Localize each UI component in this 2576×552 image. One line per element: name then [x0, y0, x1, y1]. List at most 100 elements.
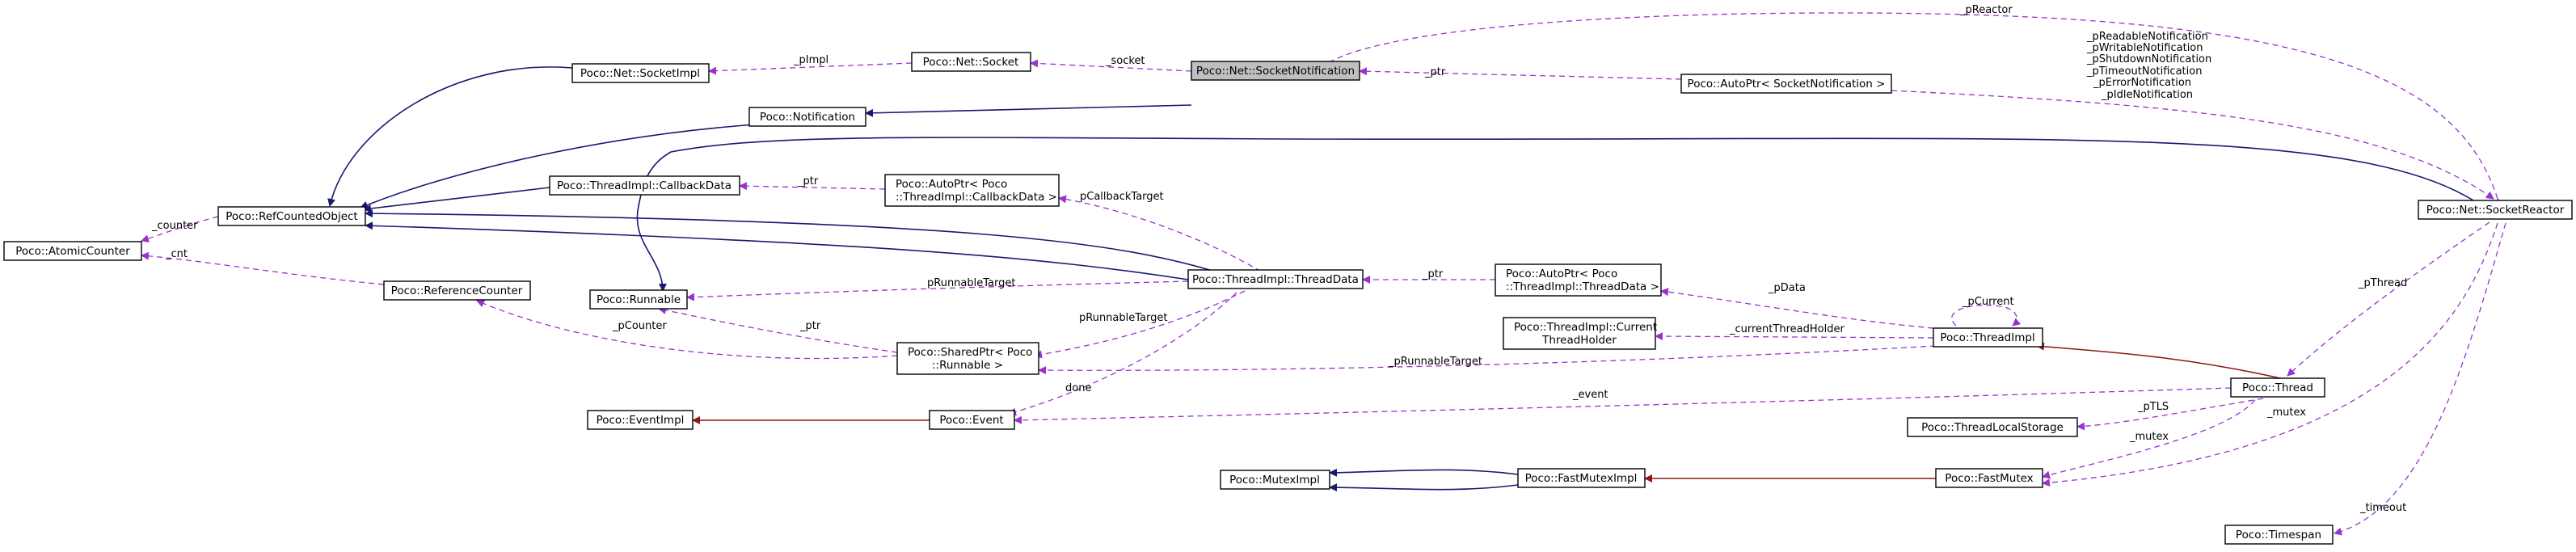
edge-callbackdata-to-refcountedobject [363, 187, 550, 213]
node-notification[interactable]: Poco::Notification [748, 107, 866, 127]
edge-atomiccounter-to-referencecounter [141, 251, 385, 285]
node-event[interactable]: Poco::Event [929, 410, 1015, 430]
edge-label-p-current: _pCurrent [1962, 296, 2014, 308]
node-socket-notification[interactable]: Poco::Net::SocketNotification [1191, 61, 1360, 81]
nodes: Poco::Net::SocketNotification Poco::Net:… [3, 52, 2573, 545]
edge-label-p-tls: _pTLS [2137, 401, 2169, 413]
svg-text:Poco::Runnable: Poco::Runnable [597, 293, 681, 306]
node-thread-data[interactable]: Poco::ThreadImpl::ThreadData [1187, 269, 1364, 289]
svg-text:Poco::ThreadImpl::CallbackData: Poco::ThreadImpl::CallbackData [557, 179, 731, 192]
node-socket-impl[interactable]: Poco::Net::SocketImpl [571, 63, 710, 83]
node-current-thread-holder[interactable]: Poco::ThreadImpl::Current ThreadHolder [1503, 317, 1657, 350]
edge-socketreactor-to-fastmutex [2042, 222, 2498, 487]
edge-label-notif-4: _pTimeoutNotification [2086, 65, 2202, 78]
svg-text:Poco::Net::SocketNotification: Poco::Net::SocketNotification [1196, 65, 1355, 78]
edge-labels: _pReactor _socket _pImpl _ptr _pReadable… [151, 4, 2407, 514]
edge-socketreactor-to-socketnotification [1325, 12, 2504, 208]
edge-threadimpl-self-pcurrent [1951, 304, 2022, 327]
edge-threaddata-to-refcountedobject-1 [365, 209, 1213, 272]
edge-label-notif-3: _pShutdownNotification [2086, 53, 2211, 65]
edge-threaddata-to-event [1008, 292, 1237, 416]
node-socket-reactor[interactable]: Poco::Net::SocketReactor [2418, 200, 2573, 220]
edge-runnable-to-sharedptr [658, 305, 898, 353]
edge-label-ptr-sp: _ptr [799, 320, 821, 332]
svg-text:Poco::AutoPtr< Poco: Poco::AutoPtr< Poco [1506, 268, 1617, 280]
edge-threadimpl-to-currentthreadholder [1655, 332, 1934, 341]
edge-threaddata-to-runnable [686, 280, 1189, 301]
node-fast-mutex-impl[interactable]: Poco::FastMutexImpl [1517, 468, 1646, 488]
edge-label-mutex-1: _mutex [2266, 407, 2306, 419]
edge-label-timeout: _timeout [2359, 502, 2406, 514]
node-ref-counted-object[interactable]: Poco::RefCountedObject [217, 206, 366, 226]
edge-atomiccounter-to-refcountedobject [141, 216, 219, 243]
edge-thread-to-threadlocalstorage [2076, 398, 2264, 431]
node-thread-impl[interactable]: Poco::ThreadImpl [1933, 327, 2043, 348]
edge-thread-to-threadimpl [2036, 342, 2288, 381]
edge-label-p-impl: _pImpl [793, 54, 828, 66]
node-timespan[interactable]: Poco::Timespan [2224, 525, 2334, 545]
edge-socketreactor-to-thread [2287, 221, 2490, 377]
edge-label-ptr-sn: _ptr [1424, 66, 1446, 78]
node-callback-data[interactable]: Poco::ThreadImpl::CallbackData [549, 175, 740, 196]
svg-text:Poco::FastMutex: Poco::FastMutex [1945, 472, 2033, 485]
node-mutex-impl[interactable]: Poco::MutexImpl [1220, 470, 1330, 490]
edge-fastmuteximpl-to-muteximpl-1 [1329, 468, 1519, 477]
svg-text:Poco::FastMutexImpl: Poco::FastMutexImpl [1525, 472, 1638, 485]
svg-text:Poco::AutoPtr< SocketNotificat: Poco::AutoPtr< SocketNotification > [1688, 78, 1886, 91]
edge-socketnotification-to-notification [865, 104, 1192, 117]
edge-label-p-counter: _pCounter [612, 320, 667, 332]
node-atomic-counter[interactable]: Poco::AtomicCounter [3, 241, 142, 261]
node-socket[interactable]: Poco::Net::Socket [911, 52, 1031, 72]
edge-label-mutex-2: _mutex [2129, 431, 2169, 443]
edge-label-event: _event [1572, 389, 1608, 401]
svg-text:Poco::Event: Poco::Event [939, 414, 1003, 427]
edge-socket-to-socketnotification [1030, 59, 1192, 72]
edge-socketreactor-to-runnable [636, 137, 2474, 292]
node-autoptr-thread-data[interactable]: Poco::AutoPtr< Poco ::ThreadImpl::Thread… [1495, 263, 1662, 297]
svg-text:Poco::Net::SocketImpl: Poco::Net::SocketImpl [580, 67, 700, 80]
edge-label-notif-5: _pErrorNotification [2093, 77, 2191, 89]
svg-text:Poco::AutoPtr< Poco: Poco::AutoPtr< Poco [896, 178, 1007, 191]
edge-label-notif-2: _pWritableNotification [2086, 42, 2203, 54]
edges [141, 12, 2506, 536]
edge-label-p-callback-target: pCallbackTarget [1080, 191, 1164, 203]
svg-text:ThreadHolder: ThreadHolder [1541, 334, 1617, 347]
svg-text:Poco::ThreadLocalStorage: Poco::ThreadLocalStorage [1921, 421, 2064, 434]
svg-text:Poco::MutexImpl: Poco::MutexImpl [1229, 474, 1320, 487]
svg-text:Poco::ThreadImpl: Poco::ThreadImpl [1940, 331, 2034, 344]
svg-text:Poco::Net::SocketReactor: Poco::Net::SocketReactor [2426, 204, 2565, 217]
edge-threadimpl-to-autoptr-threaddata [1660, 288, 1973, 332]
svg-text:Poco::AtomicCounter: Poco::AtomicCounter [15, 245, 130, 258]
node-reference-counter[interactable]: Poco::ReferenceCounter [383, 280, 531, 301]
edge-referencecounter-to-sharedptr [476, 300, 898, 360]
svg-text:Poco::ThreadImpl::ThreadData: Poco::ThreadImpl::ThreadData [1192, 273, 1359, 286]
node-event-impl[interactable]: Poco::EventImpl [587, 410, 694, 430]
edge-threaddata-to-sharedptr [1034, 290, 1246, 359]
edge-socketreactor-to-timespan [2334, 222, 2506, 536]
node-thread[interactable]: Poco::Thread [2230, 377, 2325, 398]
svg-text:Poco::Notification: Poco::Notification [760, 111, 855, 124]
svg-text:Poco::RefCountedObject: Poco::RefCountedObject [226, 210, 357, 223]
edge-label-socket: _socket [1105, 55, 1145, 67]
svg-text:Poco::ReferenceCounter: Poco::ReferenceCounter [391, 284, 523, 297]
svg-text:Poco::Net::Socket: Poco::Net::Socket [923, 56, 1019, 69]
edge-label-p-reactor: _pReactor [1959, 4, 2013, 16]
node-thread-local-storage[interactable]: Poco::ThreadLocalStorage [1907, 417, 2078, 437]
edge-label-p-thread: _pThread [2358, 277, 2407, 289]
svg-text:Poco::Timespan: Poco::Timespan [2236, 529, 2321, 541]
edge-threadimpl-to-sharedptr [1038, 345, 1937, 375]
edge-socketimpl-to-socket [708, 62, 913, 75]
edge-label-p-runnable-target-1: pRunnableTarget [927, 277, 1015, 289]
node-autoptr-socket-notification[interactable]: Poco::AutoPtr< SocketNotification > [1680, 74, 1892, 94]
node-runnable[interactable]: Poco::Runnable [589, 289, 688, 310]
node-fast-mutex[interactable]: Poco::FastMutex [1935, 468, 2043, 488]
edge-label-current-thread-holder: _currentThreadHolder [1729, 323, 1845, 335]
edge-label-ptr-cb: _ptr [797, 175, 819, 188]
node-shared-ptr-runnable[interactable]: Poco::SharedPtr< Poco ::Runnable > [896, 342, 1039, 375]
svg-text:Poco::SharedPtr< Poco: Poco::SharedPtr< Poco [908, 346, 1032, 359]
svg-text:Poco::Thread: Poco::Thread [2242, 381, 2313, 394]
edge-label-counter: _counter [151, 220, 198, 232]
edge-socketimpl-to-refcountedobject [327, 66, 573, 207]
node-autoptr-callback-data[interactable]: Poco::AutoPtr< Poco ::ThreadImpl::Callba… [884, 174, 1060, 207]
